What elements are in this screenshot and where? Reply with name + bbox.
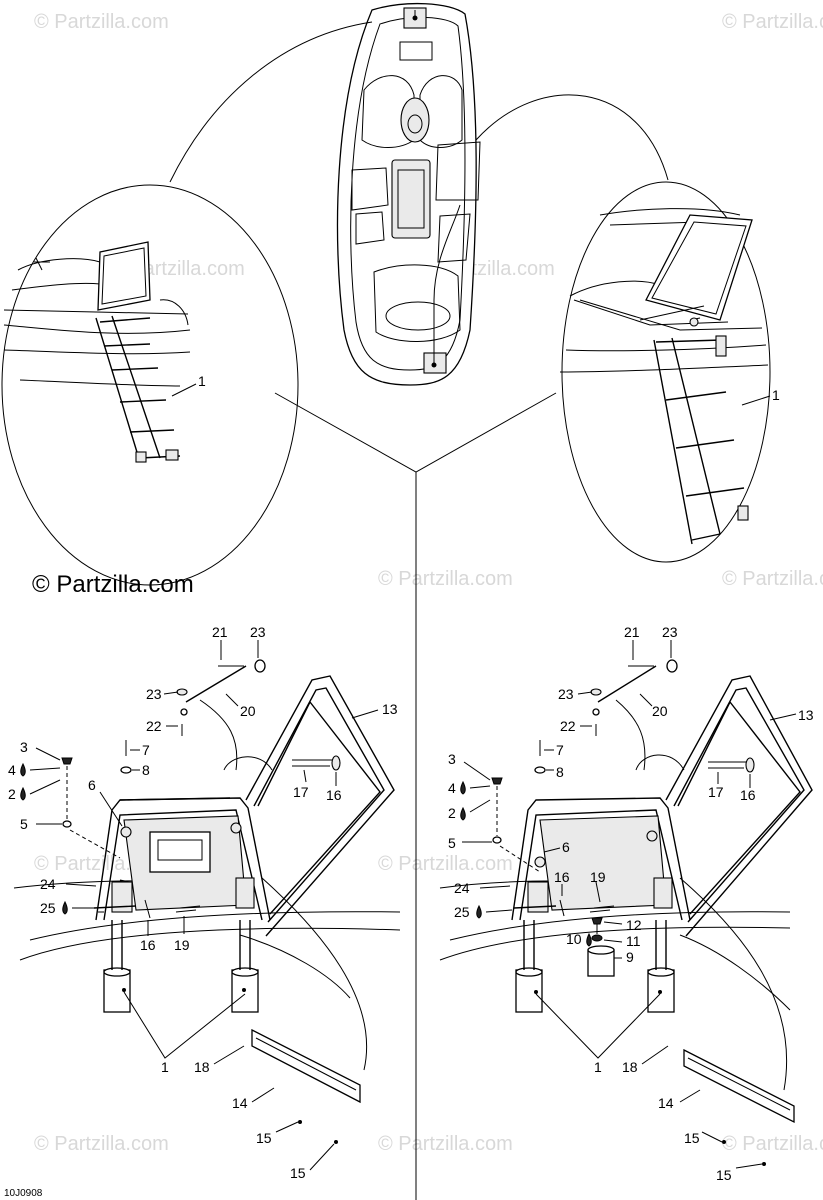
callout-18: 18 (194, 1059, 210, 1075)
callout-15: 15 (290, 1165, 306, 1181)
callout-14: 14 (658, 1095, 674, 1111)
watermark: © Partzilla.com (34, 1133, 169, 1155)
callout-23: 23 (146, 686, 162, 702)
callout-22: 22 (146, 718, 162, 734)
callout-16: 16 (740, 787, 756, 803)
callout-15: 15 (716, 1167, 732, 1183)
callout-13: 13 (382, 701, 398, 717)
callout-15: 15 (256, 1130, 272, 1146)
callout-9: 9 (626, 949, 634, 965)
callout-8: 8 (142, 762, 150, 778)
callout-1: 1 (594, 1059, 602, 1075)
ladder-right-view (653, 335, 749, 545)
callout-5: 5 (448, 835, 456, 851)
callout-22: 22 (560, 718, 576, 734)
callout-20: 20 (652, 703, 668, 719)
callout-13: 13 (798, 707, 814, 723)
callout-24: 24 (40, 876, 56, 892)
callout-23: 23 (558, 686, 574, 702)
callouts-left: 21 23 23 20 22 13 3 4 2 7 8 6 17 16 5 24… (8, 624, 398, 1181)
callout-4: 4 (8, 762, 16, 778)
exploded-view-left (13, 659, 401, 1144)
callout-3: 3 (448, 751, 456, 767)
callout-12: 12 (626, 917, 642, 933)
callout-17: 17 (293, 784, 309, 800)
callout-10: 10 (566, 931, 582, 947)
callout-6: 6 (562, 839, 570, 855)
watermark: © Partzilla.com (722, 568, 823, 590)
threadlocker-drop-icon (586, 932, 592, 947)
callout-15: 15 (684, 1130, 700, 1146)
watermark: © Partzilla.com (34, 11, 169, 33)
callout-20: 20 (240, 703, 256, 719)
watermark: © Partzilla.com (378, 568, 513, 590)
sealant-drop-icon (476, 904, 482, 919)
callout-19: 19 (174, 937, 190, 953)
callout-6: 6 (88, 777, 96, 793)
callout-2: 2 (448, 805, 456, 821)
callout-7: 7 (556, 742, 564, 758)
callout-24: 24 (454, 880, 470, 896)
callout-2: 2 (8, 786, 16, 802)
callout-21: 21 (624, 624, 640, 640)
callout-3: 3 (20, 739, 28, 755)
watermark: © Partzilla.com (722, 1133, 823, 1155)
callout-19: 19 (590, 869, 606, 885)
callout-21: 21 (212, 624, 228, 640)
callout-25: 25 (454, 904, 470, 920)
adhesive-drop-icon (460, 806, 466, 821)
callout-11: 11 (626, 933, 641, 949)
callout-8: 8 (556, 764, 564, 780)
panel-dividers (169, 21, 669, 1200)
callout-18: 18 (622, 1059, 638, 1075)
sealant-drop-icon (62, 900, 68, 915)
ladder-left-view (95, 315, 181, 463)
callout-25: 25 (40, 900, 56, 916)
callout-5: 5 (20, 816, 28, 832)
figure-code: 10J0908 (4, 1188, 43, 1199)
adhesive-drop-icon (20, 786, 26, 801)
callout-1: 1 (161, 1059, 169, 1075)
callout-23: 23 (250, 624, 266, 640)
callout-1: 1 (198, 373, 206, 389)
callout-7: 7 (142, 742, 150, 758)
sealant-drop-icon (460, 780, 466, 795)
watermark: © Partzilla.com (378, 1133, 513, 1155)
callout-16: 16 (554, 869, 570, 885)
sealant-drop-icon (20, 762, 26, 777)
callout-17: 17 (708, 784, 724, 800)
callout-16: 16 (326, 787, 342, 803)
watermark: © Partzilla.com (378, 853, 513, 875)
exploded-view-right (439, 659, 813, 1166)
callout-4: 4 (448, 780, 456, 796)
boat-hull-top-view (336, 2, 481, 386)
detail-oval-right: 1 (559, 181, 780, 563)
callout-16: 16 (140, 937, 156, 953)
detail-oval-left: 1 © Partzilla.com (1, 184, 299, 598)
callout-23: 23 (662, 624, 678, 640)
callout-1: 1 (772, 387, 780, 403)
callout-14: 14 (232, 1095, 248, 1111)
brand-watermark: © Partzilla.com (32, 571, 194, 598)
watermarks: © Partzilla.com © Partzilla.com © Partzi… (34, 11, 823, 1155)
callouts-right: 21 23 23 20 22 13 3 7 8 4 2 17 16 5 6 24… (448, 624, 814, 1183)
watermark: © Partzilla.com (722, 11, 823, 33)
